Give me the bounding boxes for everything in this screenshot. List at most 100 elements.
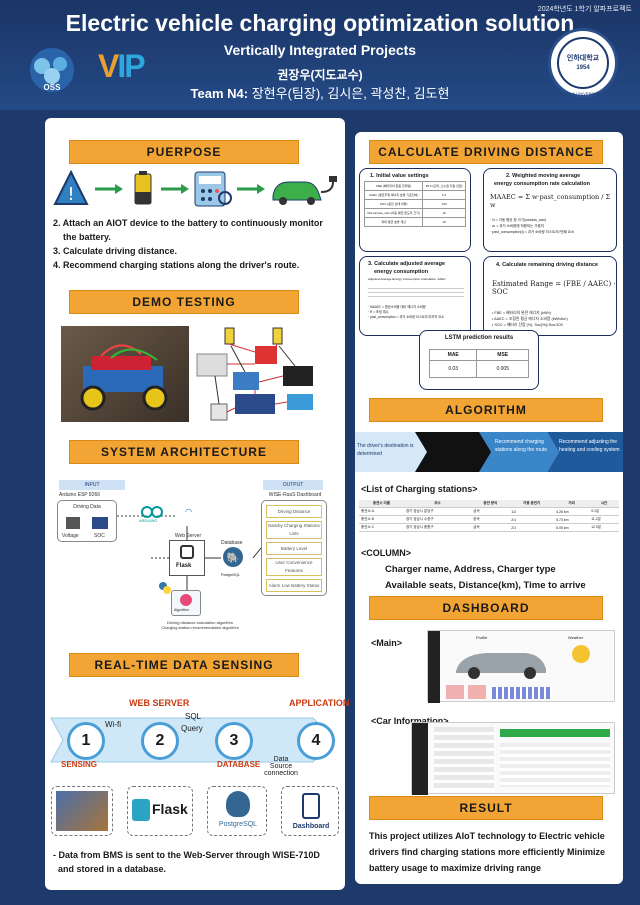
table-cell: 완속 xyxy=(471,515,510,524)
purpose-item: 2. Attach an AIOT device to the battery … xyxy=(53,218,323,228)
database-label: Database xyxy=(221,540,243,546)
arduino-label: ARDUINO xyxy=(139,518,158,523)
sensing-chevron-band xyxy=(50,717,336,763)
battery-level-bar xyxy=(500,729,610,737)
purpose-item: 4. Recommend charging stations along the… xyxy=(53,260,300,270)
box3-title: energy consumption xyxy=(374,269,429,275)
table-cell: 충전소 A xyxy=(359,507,404,516)
dashboard-logo-text: Dashboard xyxy=(292,823,330,830)
note-line: · N = 이동 평균 창 크기(window_size) xyxy=(490,218,547,222)
note-line: · past_consumption(i) = 과거 소비량 리스트의 i번째 … xyxy=(490,230,575,234)
initial-values-table: FBE (배터리의 완충 전력량)65.5 (단위: 소수점 지원 안함) AA… xyxy=(363,181,466,227)
dashboard-heading: DASHBOARD xyxy=(369,596,603,620)
demo-robot-car-photo xyxy=(61,326,189,422)
initial-values-box: 1. Initial value settings FBE (배터리의 완충 전… xyxy=(359,168,471,252)
algorithm-caption-line: Driving distance calculation algorithm xyxy=(166,620,234,625)
lstm-title: LSTM prediction results xyxy=(444,335,514,341)
database-box: Database 🐘 PostgreSQL xyxy=(221,540,253,578)
table-cell: 6.05 km xyxy=(554,523,590,532)
oss-logo-text: OSS xyxy=(44,83,62,92)
electric-car-icon xyxy=(272,176,337,205)
note-line: · wᵢ = 과거 소비량에 적용되는 가중치 xyxy=(490,224,544,228)
car-info-table xyxy=(500,743,610,787)
input-label: INPUT xyxy=(59,480,125,490)
voltage-label: Voltage xyxy=(62,533,79,539)
step-circle: 4 xyxy=(297,722,335,760)
postgresql-elephant-icon xyxy=(226,791,250,817)
table-cell: 급속 xyxy=(471,523,510,532)
result-line: battery usage to maximize driving range xyxy=(369,863,542,873)
driving-data-box: Driving Data Voltage SOC xyxy=(57,500,117,542)
table-header-cell: 시간 xyxy=(589,500,619,508)
adjusted-average-box: 3. Calculate adjusted average energy con… xyxy=(359,256,471,336)
table-row: SOC (충전 상태 비율)100 xyxy=(363,199,466,209)
table-header-cell: MAE xyxy=(428,349,478,361)
purpose-item: 3. Calculate driving distance. xyxy=(53,246,178,256)
table-header-cell: 거리 xyxy=(554,500,590,508)
algorithm-chevrons xyxy=(355,432,623,472)
advisor-name: 권장우(지도교수) xyxy=(277,68,363,82)
query-caption: Query xyxy=(181,724,203,733)
svg-text:🐘: 🐘 xyxy=(227,552,239,564)
table-cell: 1/2 xyxy=(509,507,555,516)
result-line: drivers find charging stations more effi… xyxy=(369,847,606,857)
postgresql-icon: 🐘 xyxy=(223,547,243,567)
table-cell: 5.4 xyxy=(422,190,466,200)
table-cell: 경기 성남시 중원구 xyxy=(403,523,472,532)
algorithm-step: Recommend adjusting the heating and cool… xyxy=(559,439,620,453)
algorithm-label: Algorithm xyxy=(174,608,189,612)
team-members: 장현우(팀장), 김시은, 곽성찬, 김도현 xyxy=(248,86,450,101)
team-label: Team N4: xyxy=(190,86,249,101)
flask-label: Flask xyxy=(176,563,192,569)
sensing-note-line: and stored in a database. xyxy=(53,864,167,874)
dashboard-car-icon xyxy=(456,653,546,679)
box3-subtitle: Adjusted Average Energy Consumption Calc… xyxy=(368,277,446,281)
result-text: This project utilizes AIoT technology to… xyxy=(369,828,619,876)
esp-label: Arduino ESP 8266 xyxy=(59,492,101,498)
seal-english: INHA UNIVERSITY xyxy=(565,91,601,96)
table-row: MA window_size (이동 평균 윈도우 크기)10 xyxy=(363,208,466,218)
result-line: This project utilizes AIoT technology to… xyxy=(369,831,605,841)
result-heading: RESULT xyxy=(369,796,603,820)
table-header-cell: MSE xyxy=(476,349,529,361)
table-cell: 경기 성남시 수정구 xyxy=(403,515,472,524)
purpose-flow: ! xyxy=(53,170,337,207)
purpose-list: 2. Attach an AIOT device to the battery … xyxy=(53,216,343,272)
output-item: Nearby Charging Stations Lists xyxy=(266,521,322,539)
svg-text:!: ! xyxy=(67,184,74,205)
calculator-icon xyxy=(194,171,232,207)
data-source-line: Data xyxy=(273,756,289,763)
sensing-note-line: - Data from BMS is sent to the Web-Serve… xyxy=(53,850,320,860)
step-circle: 3 xyxy=(215,722,253,760)
poster-header: 2024학년도 1학기 알파프로젝트 Electric vehicle char… xyxy=(0,0,640,110)
box3-notes: · MAAEC = 평균소비량 대비 에너지 소비량 · R = 조정 계수 ·… xyxy=(368,305,470,320)
table-cell: 10 xyxy=(422,208,466,218)
warning-icon: ! xyxy=(53,170,89,205)
box2-title: energy consumption rate calculation xyxy=(494,181,590,187)
postgresql-card: PostgreSQL xyxy=(207,786,267,836)
dashboard-weather-label: Weather xyxy=(568,635,584,640)
box4-title: 4. Calculate remaining driving distance xyxy=(496,262,599,268)
note-line: • AAEC = 조정된 평균 에너지 소비량 (kWh/km) xyxy=(492,317,568,321)
arrow-icon xyxy=(161,184,189,194)
note-line: · R = 조정 계수 xyxy=(368,310,389,314)
data-source-line: connection xyxy=(264,770,298,777)
table-cell: 12.0분 xyxy=(589,523,619,532)
dashboard-chart-bar xyxy=(446,685,464,699)
aaec-formula-lines xyxy=(368,285,464,299)
box4-notes: • FBE = 배터리의 완전 에너지 (kWh) • AAEC = 조정된 평… xyxy=(492,310,616,328)
table-cell: 4.26 km xyxy=(554,507,590,516)
demo-heading: DEMO TESTING xyxy=(69,290,299,314)
sensing-note: - Data from BMS is sent to the Web-Serve… xyxy=(53,848,343,876)
note-line: • SOC = 배터리 잔량 (%), Soc[%]=Soc/100 xyxy=(492,323,563,327)
flask-icon xyxy=(132,799,150,821)
application-caption: APPLICATION xyxy=(289,698,350,708)
postgres-label: PostgreSQL xyxy=(221,573,241,577)
sensing-photo-card xyxy=(51,786,113,836)
